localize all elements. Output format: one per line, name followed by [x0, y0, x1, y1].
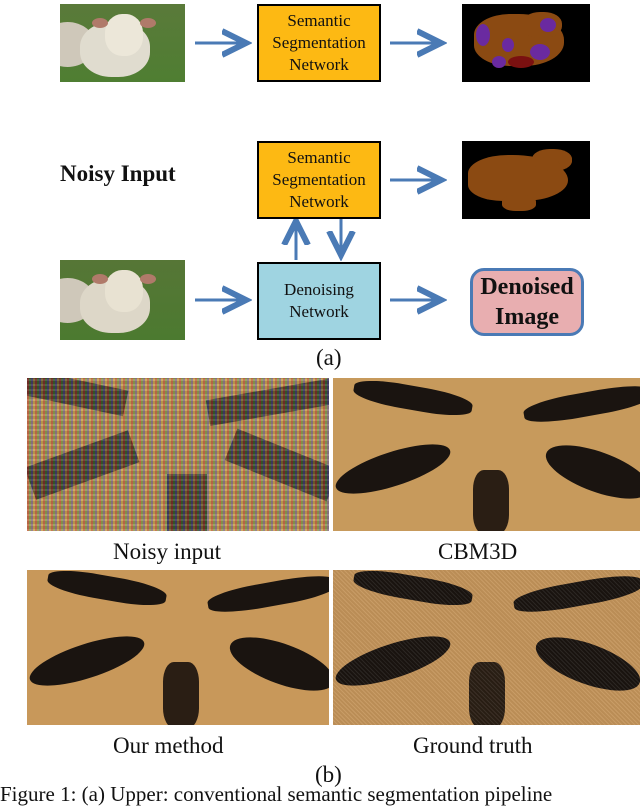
denoised-line1: Denoised — [480, 274, 574, 300]
seg-top-line3: Network — [289, 55, 349, 74]
denoise-line1: Denoising — [284, 280, 354, 299]
segmentation-map-top — [462, 4, 590, 82]
lamb-image-top — [60, 4, 185, 82]
seg-mid-line1: Semantic — [287, 148, 351, 167]
panel-our-method — [27, 570, 329, 725]
noisy-input-label: Noisy Input — [60, 161, 176, 186]
label-ground-truth: Ground truth — [413, 733, 533, 758]
denoise-line2: Network — [289, 302, 349, 321]
lamb-image-bottom — [60, 260, 185, 340]
denoised-line2: Image — [495, 304, 559, 330]
seg-mid-line2: Segmentation — [272, 170, 366, 189]
label-cbm3d: CBM3D — [438, 539, 518, 564]
denoising-network: Denoising Network — [257, 262, 381, 340]
panel-cbm3d — [333, 378, 640, 531]
segmentation-network-top: Semantic Segmentation Network — [257, 4, 381, 82]
figure-caption: Figure 1: (a) Upper: conventional semant… — [0, 782, 553, 806]
segmentation-network-middle: Semantic Segmentation Network — [257, 141, 381, 219]
label-noisy-input: Noisy input — [113, 539, 221, 564]
panel-ground-truth — [333, 570, 640, 725]
seg-top-line2: Segmentation — [272, 33, 366, 52]
caption-b: (b) — [315, 762, 342, 787]
denoised-image-output: Denoised Image — [470, 268, 584, 336]
segmentation-map-middle — [462, 141, 590, 219]
panel-noisy-input — [27, 378, 329, 531]
seg-top-line1: Semantic — [287, 11, 351, 30]
diagram-arrows — [195, 0, 640, 370]
label-our-method: Our method — [113, 733, 224, 758]
caption-a: (a) — [316, 345, 342, 370]
seg-mid-line3: Network — [289, 192, 349, 211]
